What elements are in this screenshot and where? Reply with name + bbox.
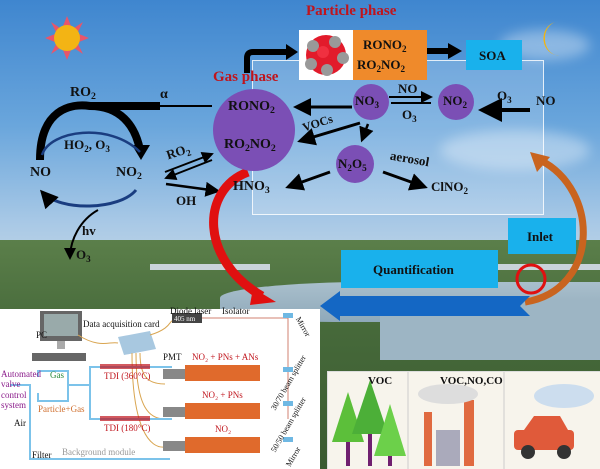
particle-gas-label: Particle+Gas	[38, 404, 85, 414]
gas-phase-circle	[213, 89, 295, 171]
crescent-moon-icon	[543, 22, 560, 56]
o3-night-label: O3	[497, 88, 512, 105]
filter-label: Filter	[32, 450, 52, 460]
channel-3-label: NO₂	[215, 424, 232, 434]
no2-night-label: NO2	[443, 93, 468, 110]
n2o5-circle	[336, 145, 374, 183]
pc-label: PC	[36, 330, 48, 340]
industrial-emissions-label: VOC,NO,CO	[440, 375, 503, 387]
quantification-arrow	[320, 291, 530, 321]
inlet-location-marker	[515, 263, 547, 295]
ho2-o3-label: HO2, O3	[64, 137, 110, 154]
gas-label: Gas	[50, 370, 64, 380]
inlet-flow-arc	[524, 156, 587, 306]
laser-wavelength: 405 nm	[174, 315, 196, 323]
tdi-360-label: TDI (360°C)	[104, 371, 151, 381]
diode-laser-label: Diode laser	[170, 306, 212, 316]
particle-nitrates-box	[353, 30, 427, 80]
cloud	[440, 130, 590, 170]
no-label: NO	[30, 165, 51, 180]
trees-icon	[332, 380, 406, 466]
instrument-schematic: PC Data acquisition card Diode laser 405…	[0, 306, 320, 469]
daq-label: Data acquisition card	[83, 319, 160, 329]
emission-illustrations	[332, 372, 594, 469]
factory-icon	[418, 384, 478, 466]
quantification-label: Quantification	[373, 262, 454, 277]
inlet-box	[508, 218, 576, 254]
city-skyline	[150, 264, 270, 270]
air-label: Air	[14, 418, 26, 428]
background-module-label: Background module	[62, 447, 136, 457]
pmt-label: PMT	[163, 352, 182, 362]
no2-night-circle	[438, 84, 474, 120]
quantification-box	[341, 250, 498, 288]
soa-box	[466, 40, 522, 70]
biogenic-voc-label: VOC	[368, 375, 393, 387]
no-over-arrow-label: NO	[398, 81, 418, 96]
tdi-180-label: TDI (180°C)	[104, 423, 151, 433]
oh-label: OH	[176, 193, 197, 208]
soa-label: SOA	[479, 48, 506, 63]
ro2no2-gas-label: RO2NO2	[224, 137, 276, 154]
car-icon	[514, 384, 594, 459]
channel-2-label: NO₂ + PNs	[202, 390, 243, 400]
channel-1-label: NO₂ + PNs + ANs	[192, 352, 259, 362]
inlet-label: Inlet	[527, 229, 553, 244]
no3-label: NO3	[355, 93, 380, 110]
valve-control-label: Automated valve control system	[1, 369, 41, 411]
gas-phase-heading: Gas phase	[213, 69, 279, 85]
particle-phase-heading: Particle phase	[306, 3, 397, 19]
ro2-label: RO2	[70, 85, 96, 102]
no3-circle	[353, 84, 389, 120]
rono2-gas-label: RONO2	[228, 99, 275, 116]
rono2-particle-label: RONO2	[363, 37, 407, 54]
emission-sources-panel: VOC VOC,NO,CO	[327, 371, 600, 469]
clno2-label: ClNO2	[431, 179, 469, 196]
hv-label: hv	[82, 223, 96, 238]
o3-under-arrow-label: O3	[402, 107, 417, 124]
no2-label: NO2	[116, 165, 142, 182]
ro2no2-particle-label: RO2NO2	[357, 57, 406, 74]
n2o5-label: N2O5	[338, 156, 367, 173]
sun-icon	[45, 16, 89, 60]
isolator-label: Isolator	[222, 306, 250, 316]
particle-image	[299, 30, 353, 80]
hno3-label: HNO3	[233, 179, 270, 196]
city-skyline	[430, 264, 600, 270]
o3-product-label: O3	[76, 247, 91, 264]
no-source-label: NO	[536, 93, 556, 108]
alpha-label: α	[160, 87, 168, 102]
red-flow-arc	[209, 167, 265, 300]
